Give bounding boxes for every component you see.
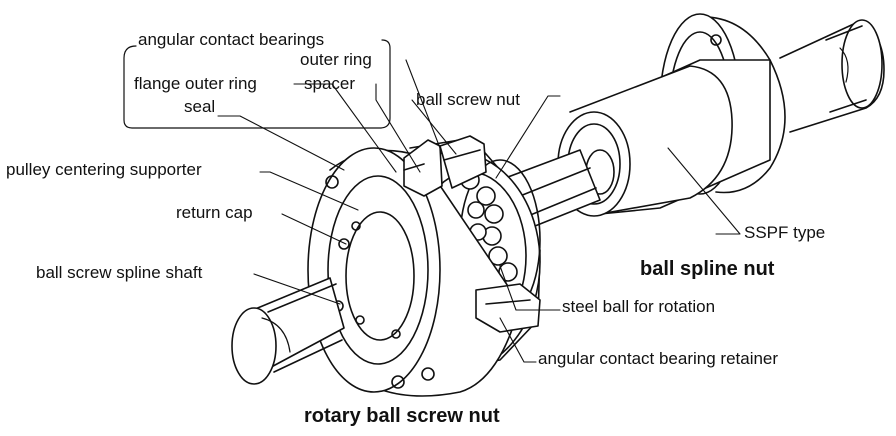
label-seal: seal bbox=[184, 97, 216, 116]
label-pulley-centering-supporter: pulley centering supporter bbox=[6, 160, 202, 179]
label-steel-ball-for-rotation: steel ball for rotation bbox=[562, 297, 716, 316]
label-ball-screw-spline-shaft: ball screw spline shaft bbox=[36, 263, 203, 282]
label-angular-contact-bearing-retainer: angular contact bearing retainer bbox=[538, 349, 779, 368]
label-ball-screw-nut: ball screw nut bbox=[416, 90, 520, 109]
shaft-right-end bbox=[779, 19, 885, 133]
label-spacer: spacer bbox=[304, 74, 356, 93]
shaft-left bbox=[231, 277, 345, 385]
label-rotary-ball-screw-nut: rotary ball screw nut bbox=[304, 405, 500, 427]
label-angular-contact-bearings: angular contact bearings bbox=[138, 30, 325, 49]
leader-lines bbox=[217, 59, 741, 363]
front-flange bbox=[307, 147, 521, 397]
label-outer-ring: outer ring bbox=[300, 50, 372, 69]
label-return-cap: return cap bbox=[176, 203, 253, 222]
label-sspf-type: SSPF type bbox=[744, 223, 826, 242]
label-ball-spline-nut: ball spline nut bbox=[640, 258, 775, 280]
callout-bracket bbox=[123, 39, 391, 129]
label-flange-outer-ring: flange outer ring bbox=[134, 74, 257, 93]
ball-spline-nut-body bbox=[557, 59, 771, 217]
cutaway-rings bbox=[403, 135, 541, 333]
